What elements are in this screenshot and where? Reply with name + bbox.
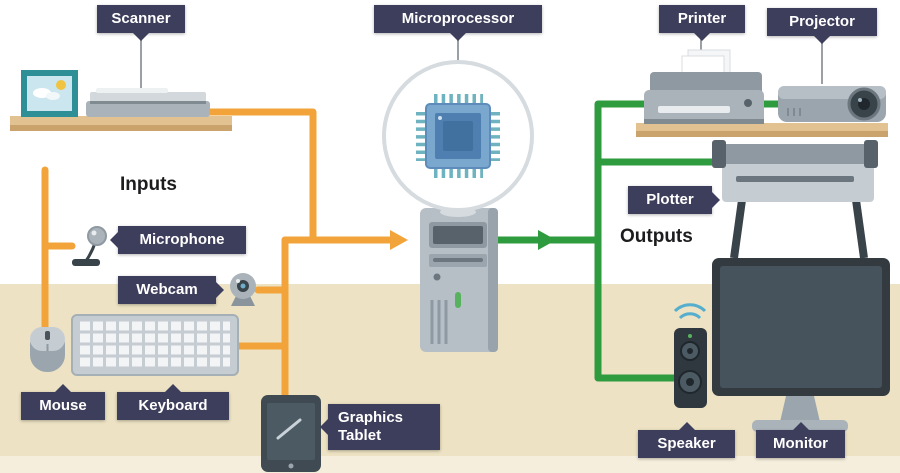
label-speaker-text: Speaker [657,435,716,452]
output-arrowhead-icon [538,230,556,250]
label-plotter-pointer-icon [712,192,720,208]
projector-icon [778,86,886,122]
label-printer-pointer-icon [694,33,710,41]
label-plotter-text: Plotter [646,191,694,208]
printer-icon [644,49,764,124]
label-mouse-pointer-icon [55,384,71,392]
label-webcam-pointer-icon [216,282,224,298]
input-arrowhead-icon [390,230,408,250]
label-scanner: Scanner [97,5,185,41]
label-mouse-text: Mouse [39,397,87,414]
label-scanner-pointer-icon [133,33,149,41]
microphone-icon [72,226,107,266]
outputs-heading: Outputs [620,226,693,247]
label-projector: Projector [767,8,877,44]
plotter-icon [712,140,878,259]
label-monitor-text: Monitor [773,435,828,452]
label-keyboard: Keyboard [117,384,229,420]
label-microprocessor: Microprocessor [374,5,542,41]
graphics-tablet-icon [261,395,321,472]
inputs-heading: Inputs [120,174,177,195]
label-printer-text: Printer [677,10,727,27]
input-connection-lines [41,108,396,402]
scanner-icon [86,88,210,117]
label-monitor: Monitor [756,422,845,458]
label-microphone-pointer-icon [110,232,118,248]
label-microphone: Microphone [110,226,246,254]
label-plotter: Plotter [628,186,720,214]
label-mouse: Mouse [21,384,105,420]
label-speaker-pointer-icon [678,422,695,430]
speaker-icon [673,303,707,408]
label-webcam-text: Webcam [136,281,198,298]
label-scanner-text: Scanner [111,10,171,27]
framed-picture-icon [21,70,78,117]
label-monitor-pointer-icon [792,422,809,430]
left-shelf [10,116,232,131]
monitor-icon [712,258,890,432]
label-microprocessor-pointer-icon [450,33,466,41]
microprocessor-icon [382,60,534,212]
label-printer: Printer [659,5,745,41]
label-projector-text: Projector [789,13,855,30]
label-graphics-tablet-text: Graphics Tablet [338,409,404,444]
label-speaker: Speaker [638,422,735,458]
label-projector-pointer-icon [814,36,830,44]
computer-tower-icon [420,207,498,352]
right-shelf [636,123,888,137]
mouse-icon [30,327,65,372]
label-keyboard-text: Keyboard [138,397,208,414]
label-keyboard-pointer-icon [165,384,181,392]
label-webcam: Webcam [118,276,224,304]
floor-strip-background [0,456,900,473]
keyboard-icon [71,314,239,376]
label-microphone-text: Microphone [139,231,225,248]
label-graphics-tablet-pointer-icon [320,419,328,435]
label-graphics-tablet: Graphics Tablet [320,404,440,450]
label-microprocessor-text: Microprocessor [401,10,515,27]
webcam-icon [230,273,256,306]
